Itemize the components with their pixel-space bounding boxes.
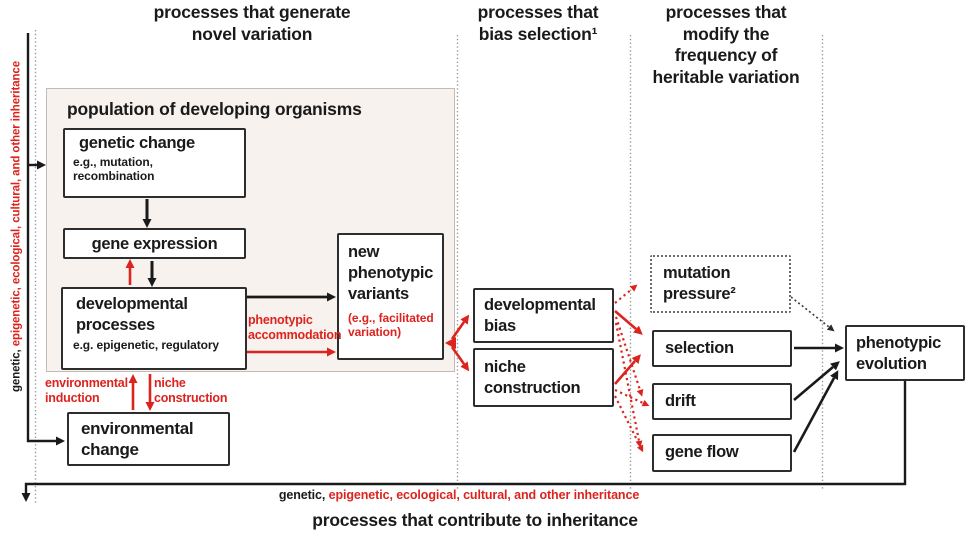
header-bias-selection: processes that bias selection¹: [477, 2, 599, 44]
arrow-niche-to-geneflow-dotted: [614, 395, 644, 453]
box-developmental-processes: developmental processes e.g. epigenetic,…: [61, 287, 247, 370]
selection-title: selection: [665, 339, 734, 357]
arrow-geneflow-to-evolution: [792, 370, 839, 453]
phenotypic-evolution-title: phenotypic evolution: [856, 334, 942, 373]
box-drift: drift: [652, 383, 792, 420]
bottom-caption: processes that contribute to inheritance: [312, 510, 638, 530]
arrow-drift-to-evolution: [793, 361, 840, 401]
box-environmental-change: environmental change: [67, 412, 230, 466]
box-niche-construction: niche construction: [473, 348, 614, 407]
genetic-change-subtitle: e.g., mutation, recombination: [73, 155, 155, 183]
genetic-change-title: genetic change: [79, 134, 195, 152]
arrow-niche-to-drift-dotted: [614, 389, 650, 407]
box-phenotypic-evolution: phenotypic evolution: [845, 325, 965, 381]
bottom-inheritance-black: genetic,: [278, 488, 326, 502]
environmental-change-title: environmental change: [81, 419, 194, 459]
arrow-devbias-to-selection: [614, 310, 643, 335]
niche-construction-title: niche construction: [484, 358, 581, 397]
box-selection: selection: [652, 330, 792, 367]
arrow-inheritance-to-environment: [26, 33, 65, 446]
arrowhead-into-variants: [445, 337, 456, 349]
box-gene-expression: gene expression: [63, 228, 246, 259]
arrow-devbias-to-mutation-dotted: [614, 284, 638, 304]
box-gene-flow: gene flow: [652, 434, 792, 472]
box-developmental-bias: developmental bias: [473, 288, 614, 343]
drift-title: drift: [665, 392, 696, 410]
header-heritable-variation: processes that modify the frequency of h…: [652, 2, 800, 87]
bottom-inheritance-red: epigenetic, ecological, cultural, and ot…: [325, 488, 640, 502]
arrow-variants-devbias: [450, 314, 470, 340]
left-inheritance-black: genetic,: [10, 349, 23, 393]
developmental-processes-title: developmental processes: [76, 295, 188, 334]
box-mutation-pressure: mutation pressure²: [650, 255, 791, 313]
developmental-processes-subtitle: e.g. epigenetic, regulatory: [73, 338, 220, 352]
label-phenotypic-accommodation: phenotypic accommodation: [248, 313, 342, 342]
gene-flow-title: gene flow: [665, 443, 739, 461]
left-inheritance-axis-label: genetic, epigenetic, ecological, cultura…: [11, 31, 26, 423]
bottom-inheritance-label: genetic, epigenetic, ecological, cultura…: [259, 488, 659, 502]
new-variants-subtitle: (e.g., facilitated variation): [348, 311, 434, 339]
mutation-pressure-title: mutation pressure²: [663, 264, 736, 303]
box-new-phenotypic-variants: new phenotypic variants (e.g., facilitat…: [337, 233, 444, 360]
arrow-devbias-to-drift-dotted: [614, 316, 644, 397]
label-niche-construction: niche construction: [154, 376, 228, 405]
arrow-mutation-to-evolution-dotted: [790, 296, 835, 332]
arrow-evolution-feedback-line: [21, 381, 907, 502]
arrow-niche-to-selection: [614, 354, 641, 385]
header-novel-variation: processes that generate novel variation: [153, 2, 351, 44]
left-inheritance-red: epigenetic, ecological, cultural, and ot…: [10, 60, 23, 350]
new-variants-title: new phenotypic variants: [348, 243, 434, 303]
box-genetic-change: genetic change e.g., mutation, recombina…: [63, 128, 246, 198]
population-panel-label: population of developing organisms: [67, 99, 362, 119]
arrow-variants-niche: [450, 346, 470, 372]
gene-expression-title: gene expression: [91, 235, 218, 253]
developmental-bias-title: developmental bias: [484, 296, 596, 335]
label-environmental-induction: environmental induction: [45, 376, 128, 405]
